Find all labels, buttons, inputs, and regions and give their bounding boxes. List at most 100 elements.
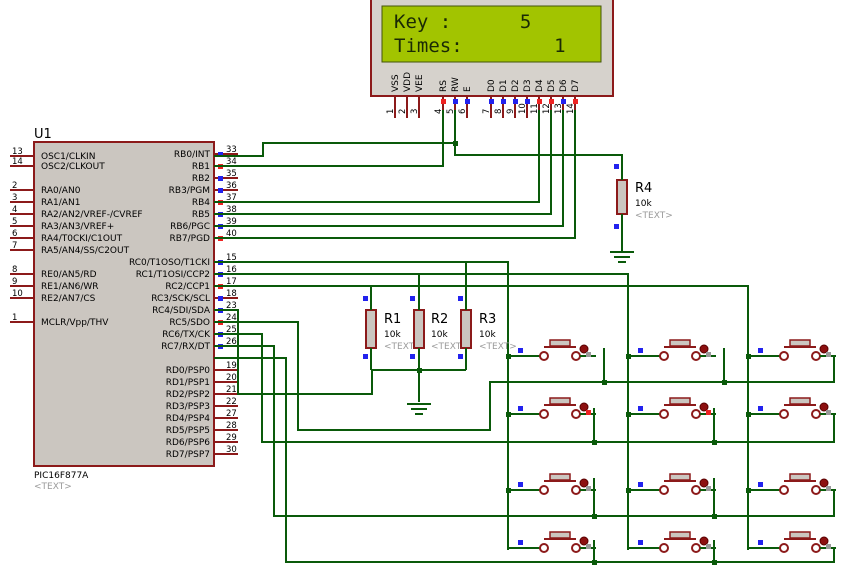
mcu-pin-number: 13 bbox=[12, 147, 23, 157]
keypad-switch-r2-c3[interactable] bbox=[758, 397, 836, 419]
pin-state-marker bbox=[758, 540, 763, 545]
pin-state-marker bbox=[441, 99, 446, 104]
mcu-pin-number: 33 bbox=[226, 145, 237, 155]
switch-knob-icon[interactable] bbox=[699, 478, 709, 488]
switch-knob-icon[interactable] bbox=[579, 536, 589, 546]
lcd-pin-label: D3 bbox=[523, 79, 533, 92]
pin-state-marker bbox=[758, 406, 763, 411]
keypad-switch-r4-c2[interactable] bbox=[638, 531, 716, 553]
mcu-pin-number: 6 bbox=[12, 229, 17, 239]
keypad-switch-r3-c1[interactable] bbox=[518, 473, 596, 495]
pin-state-marker bbox=[586, 486, 591, 491]
lcd-pin-label: D7 bbox=[571, 79, 581, 92]
switch-knob-icon[interactable] bbox=[699, 344, 709, 354]
mcu-pin-number: 40 bbox=[226, 229, 237, 239]
lcd-pin-label: VDD bbox=[403, 72, 413, 92]
resistor-r3[interactable]: R3 10k <TEXT> bbox=[458, 296, 517, 370]
lcd-module[interactable]: Key : 5 Times: 1 VSS1VDD2VEE3RS4RW5E6D07… bbox=[370, 0, 614, 118]
keypad-switch-r1-c2[interactable] bbox=[638, 339, 716, 361]
mcu-pin-number: 1 bbox=[12, 313, 17, 323]
mcu-ref: U1 bbox=[34, 127, 52, 142]
mcu-pin-label: RB1 bbox=[192, 162, 210, 172]
keypad-switch-r2-c1[interactable] bbox=[518, 397, 596, 419]
mcu-pin-number: 36 bbox=[226, 181, 237, 191]
pin-state-marker bbox=[586, 352, 591, 357]
mcu-pin-label: RE1/AN6/WR bbox=[41, 282, 99, 292]
mcu-pin-label: RE2/AN7/CS bbox=[41, 294, 96, 304]
lcd-pin-number: 11 bbox=[530, 103, 540, 114]
mcu-pin-label: RA3/AN3/VREF+ bbox=[41, 222, 114, 232]
mcu-pin-36: RB3/PGM 36 bbox=[169, 181, 238, 196]
r4-text: <TEXT> bbox=[635, 211, 673, 221]
pin-state-marker bbox=[706, 352, 711, 357]
pin-state-marker bbox=[537, 99, 542, 104]
keypad-switch-r1-c1[interactable] bbox=[518, 339, 596, 361]
resistor-r2[interactable]: R2 10k <TEXT> bbox=[410, 296, 469, 370]
mcu-pin-number: 39 bbox=[226, 217, 237, 227]
mcu-pin-number: 25 bbox=[226, 325, 237, 335]
lcd-pin-d1: D18 bbox=[494, 79, 509, 118]
r2-text: <TEXT> bbox=[431, 342, 469, 352]
mcu-pin-label: RC2/CCP1 bbox=[165, 282, 210, 292]
lcd-pin-vdd: VDD 2 bbox=[398, 72, 413, 118]
mcu-pin-label: RA4/T0CKI/C1OUT bbox=[41, 234, 123, 244]
lcd-pin-number: 2 bbox=[398, 109, 408, 114]
switch-knob-icon[interactable] bbox=[699, 536, 709, 546]
lcd-pin-number: 13 bbox=[554, 103, 564, 114]
mcu-pin-label: RD1/PSP1 bbox=[166, 378, 210, 388]
lcd-pin-number: 6 bbox=[458, 109, 468, 114]
mcu-pin-number: 27 bbox=[226, 409, 237, 419]
switch-knob-icon[interactable] bbox=[579, 402, 589, 412]
r1-text: <TEXT> bbox=[384, 342, 422, 352]
r4-ref: R4 bbox=[635, 181, 652, 196]
mcu-pin-number: 17 bbox=[226, 277, 237, 287]
keypad-switch-matrix[interactable] bbox=[518, 339, 836, 553]
resistor-r4[interactable]: R4 10k <TEXT> bbox=[614, 164, 673, 235]
lcd-pin-label: D1 bbox=[499, 79, 509, 92]
lcd-pin-label: RS bbox=[439, 80, 449, 92]
keypad-switch-r3-c2[interactable] bbox=[638, 473, 716, 495]
pin-state-marker bbox=[826, 410, 831, 415]
mcu-pin-number: 37 bbox=[226, 193, 237, 203]
keypad-switch-r3-c3[interactable] bbox=[758, 473, 836, 495]
resistor-r1[interactable]: R1 10k <TEXT> bbox=[363, 296, 422, 370]
mcu-pin-number: 26 bbox=[226, 337, 237, 347]
pin-state-marker bbox=[218, 188, 223, 193]
switch-knob-icon[interactable] bbox=[819, 478, 829, 488]
keypad-switch-r4-c1[interactable] bbox=[518, 531, 596, 553]
mcu-pin-label: RD3/PSP3 bbox=[166, 402, 210, 412]
mcu-pin-label: RB6/PGC bbox=[170, 222, 210, 232]
keypad-switch-r4-c3[interactable] bbox=[758, 531, 836, 553]
mcu-pin-label: RC3/SCK/SCL bbox=[151, 294, 210, 304]
mcu-pin-label: RD7/PSP7 bbox=[166, 450, 210, 460]
mcu-pin-label: RC1/T1OSI/CCP2 bbox=[136, 270, 210, 280]
switch-knob-icon[interactable] bbox=[819, 536, 829, 546]
lcd-line-1: Key : 5 bbox=[394, 11, 531, 33]
switch-knob-icon[interactable] bbox=[819, 344, 829, 354]
switch-knob-icon[interactable] bbox=[699, 402, 709, 412]
pin-state-marker bbox=[218, 152, 223, 157]
switch-knob-icon[interactable] bbox=[819, 402, 829, 412]
mcu-pin-number: 22 bbox=[226, 397, 237, 407]
lcd-pin-number: 5 bbox=[446, 109, 456, 114]
keypad-switch-r1-c3[interactable] bbox=[758, 339, 836, 361]
pin-state-marker bbox=[573, 99, 578, 104]
keypad-switch-r2-c2[interactable] bbox=[638, 397, 716, 419]
mcu-pin-number: 38 bbox=[226, 205, 237, 215]
lcd-pin-label: D4 bbox=[535, 79, 545, 92]
mcu-pin-number: 35 bbox=[226, 169, 237, 179]
mcu-pin-number: 14 bbox=[12, 157, 23, 167]
switch-knob-icon[interactable] bbox=[579, 478, 589, 488]
mcu-pin-label: RB3/PGM bbox=[169, 186, 210, 196]
switch-knob-icon[interactable] bbox=[579, 344, 589, 354]
lcd-pin-label: D2 bbox=[511, 79, 521, 92]
mcu-pin-number: 5 bbox=[12, 217, 17, 227]
mcu-pin-number: 9 bbox=[12, 277, 17, 287]
